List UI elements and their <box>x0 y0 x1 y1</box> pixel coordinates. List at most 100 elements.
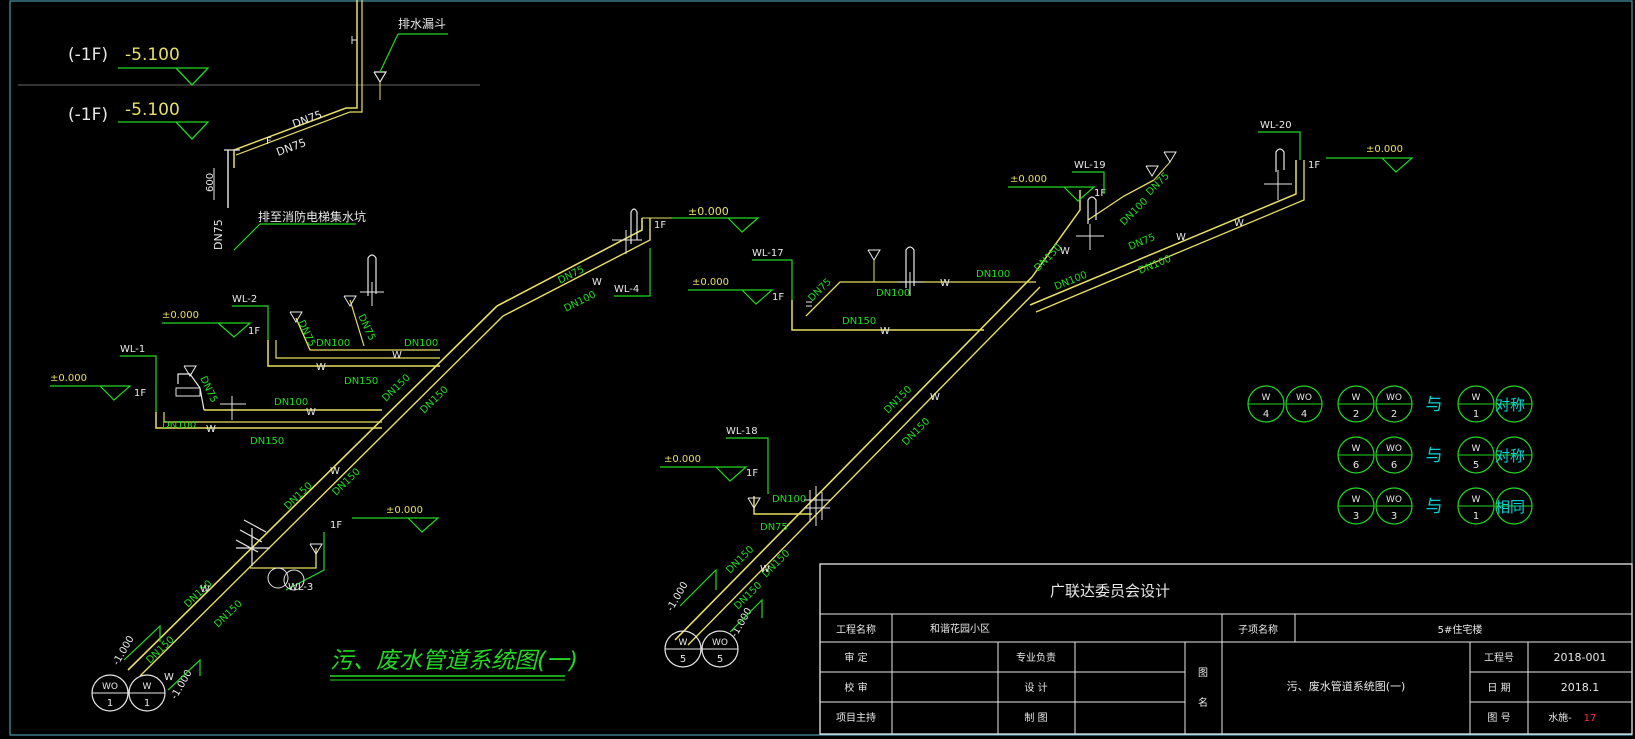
svg-text:水施-: 水施- <box>1548 711 1572 724</box>
svg-text:校 审: 校 审 <box>844 681 867 694</box>
riser-label-wl20: WL-20 <box>1260 120 1292 131</box>
floor-label: 1F <box>1094 188 1106 199</box>
svg-text:制 图: 制 图 <box>1024 711 1047 724</box>
legend-circle-bottom: 4 <box>1263 409 1269 420</box>
floor-label-bottom: (-1F) <box>68 105 108 125</box>
flow-w: W <box>392 350 402 361</box>
flow-w: W <box>880 326 890 337</box>
svg-text:图: 图 <box>1198 667 1208 679</box>
sub-project-name: 5#住宅楼 <box>1438 623 1483 636</box>
flow-w: W <box>940 278 950 289</box>
title-block: 广联达委员会设计 工程名称 和谐花园小区 子项名称 5#住宅楼 审 定 校 审 … <box>819 563 1633 735</box>
legend-circle-top: WO <box>1386 495 1402 505</box>
svg-text:日 期: 日 期 <box>1487 682 1510 694</box>
svg-text:WO: WO <box>102 682 118 692</box>
riser-label-wl18: WL-18 <box>726 426 758 437</box>
legend-circle-top: W <box>1352 444 1361 454</box>
dn-label: DN75 <box>212 219 225 250</box>
flow-w: W <box>760 564 770 575</box>
legend-circle-bottom: 3 <box>1391 511 1397 522</box>
svg-text:设 计: 设 计 <box>1024 681 1047 694</box>
legend-relation: 相同 <box>1495 498 1525 516</box>
riser-label-wl19: WL-19 <box>1074 160 1106 171</box>
legend-circle-bottom: 4 <box>1301 409 1307 420</box>
floor-label: 1F <box>134 388 146 399</box>
svg-text:专业负责: 专业负责 <box>1016 651 1056 664</box>
svg-text:审 定: 审 定 <box>844 651 867 664</box>
svg-text:WO: WO <box>712 638 728 648</box>
legend-circle-top: W <box>1472 444 1481 454</box>
flow-w: W <box>1060 246 1070 257</box>
dn-label: DN100 <box>316 338 350 349</box>
floor-label: 1F <box>330 520 342 531</box>
legend-circle-bottom: 1 <box>1473 511 1479 522</box>
legend-circle-top: W <box>1472 495 1481 505</box>
level-label-top: -5.100 <box>125 45 180 65</box>
svg-text:名: 名 <box>1198 696 1208 709</box>
level-label: ±0.000 <box>688 205 729 218</box>
legend-relation: 对称 <box>1495 447 1525 465</box>
svg-text:5: 5 <box>680 654 686 665</box>
svg-text:子项名称: 子项名称 <box>1238 623 1278 636</box>
drawing-border <box>9 0 1633 736</box>
svg-text:W: W <box>143 682 152 692</box>
dn-label: DN100 <box>162 420 196 431</box>
legend-circle-top: WO <box>1386 444 1402 454</box>
level-label-bottom: -5.100 <box>125 100 180 120</box>
symmetry-legend: W4WO4W2WO2W1与对称W6WO6W5与对称W3WO3W1与相同 <box>1247 385 1533 525</box>
flow-w: W <box>1176 232 1186 243</box>
flow-w: W <box>306 407 316 418</box>
flow-w: W <box>930 392 940 403</box>
flow-w: W <box>206 424 216 435</box>
svg-text:1: 1 <box>144 698 150 709</box>
dn-label: DN75 <box>760 522 788 533</box>
svg-text:1: 1 <box>107 698 113 709</box>
legend-connector: 与 <box>1426 395 1443 415</box>
riser-label-wl2: WL-2 <box>232 294 257 305</box>
flow-w: W <box>316 362 326 373</box>
dn-label: DN100 <box>772 494 806 505</box>
riser-label-wl4: WL-4 <box>614 284 639 295</box>
drain-funnel-label: 排水漏斗 <box>398 17 446 31</box>
level-label: ±0.000 <box>1366 144 1403 155</box>
svg-text:图 号: 图 号 <box>1487 712 1510 724</box>
level-label: ±0.000 <box>162 310 199 321</box>
legend-circle-top: WO <box>1296 393 1312 403</box>
drawing-title: 污、废水管道系统图(一) <box>330 648 578 674</box>
legend-circle-bottom: 6 <box>1353 460 1359 471</box>
level-label: ±0.000 <box>50 373 87 384</box>
dn-label: DN100 <box>876 288 910 299</box>
level-label: ±0.000 <box>386 505 423 516</box>
dn-label: DN150 <box>344 376 378 387</box>
floor-label: 1F <box>772 292 784 303</box>
dn-label: DN100 <box>976 269 1010 280</box>
legend-circle-top: W <box>1352 495 1361 505</box>
legend-circle-top: W <box>1262 393 1271 403</box>
design-org: 广联达委员会设计 <box>1050 582 1170 600</box>
legend-circle-bottom: 2 <box>1353 409 1359 420</box>
flow-w: W <box>592 277 602 288</box>
project-number: 2018-001 <box>1554 651 1607 664</box>
floor-label-top: (-1F) <box>68 45 108 65</box>
floor-label: 1F <box>654 220 666 231</box>
legend-circle-top: W <box>1472 393 1481 403</box>
svg-text:F: F <box>266 136 272 147</box>
legend-circle-top: W <box>1352 393 1361 403</box>
legend-relation: 对称 <box>1495 396 1525 414</box>
legend-circle-bottom: 3 <box>1353 511 1359 522</box>
legend-circle-bottom: 6 <box>1391 460 1397 471</box>
floor-label: 1F <box>248 326 260 337</box>
flow-w: W <box>164 672 174 683</box>
svg-text:工程号: 工程号 <box>1484 652 1514 664</box>
riser-label-wl1: WL-1 <box>120 344 145 355</box>
svg-text:项目主持: 项目主持 <box>836 711 876 724</box>
level-label: ±0.000 <box>664 454 701 465</box>
to-sump-label: 排至消防电梯集水坑 <box>258 209 366 224</box>
legend-connector: 与 <box>1426 446 1443 466</box>
flow-w: W <box>200 584 210 595</box>
legend-circle-bottom: 2 <box>1391 409 1397 420</box>
level-label: ±0.000 <box>1010 174 1047 185</box>
riser-label-wl17: WL-17 <box>752 248 784 259</box>
flow-w: W <box>1234 218 1244 229</box>
